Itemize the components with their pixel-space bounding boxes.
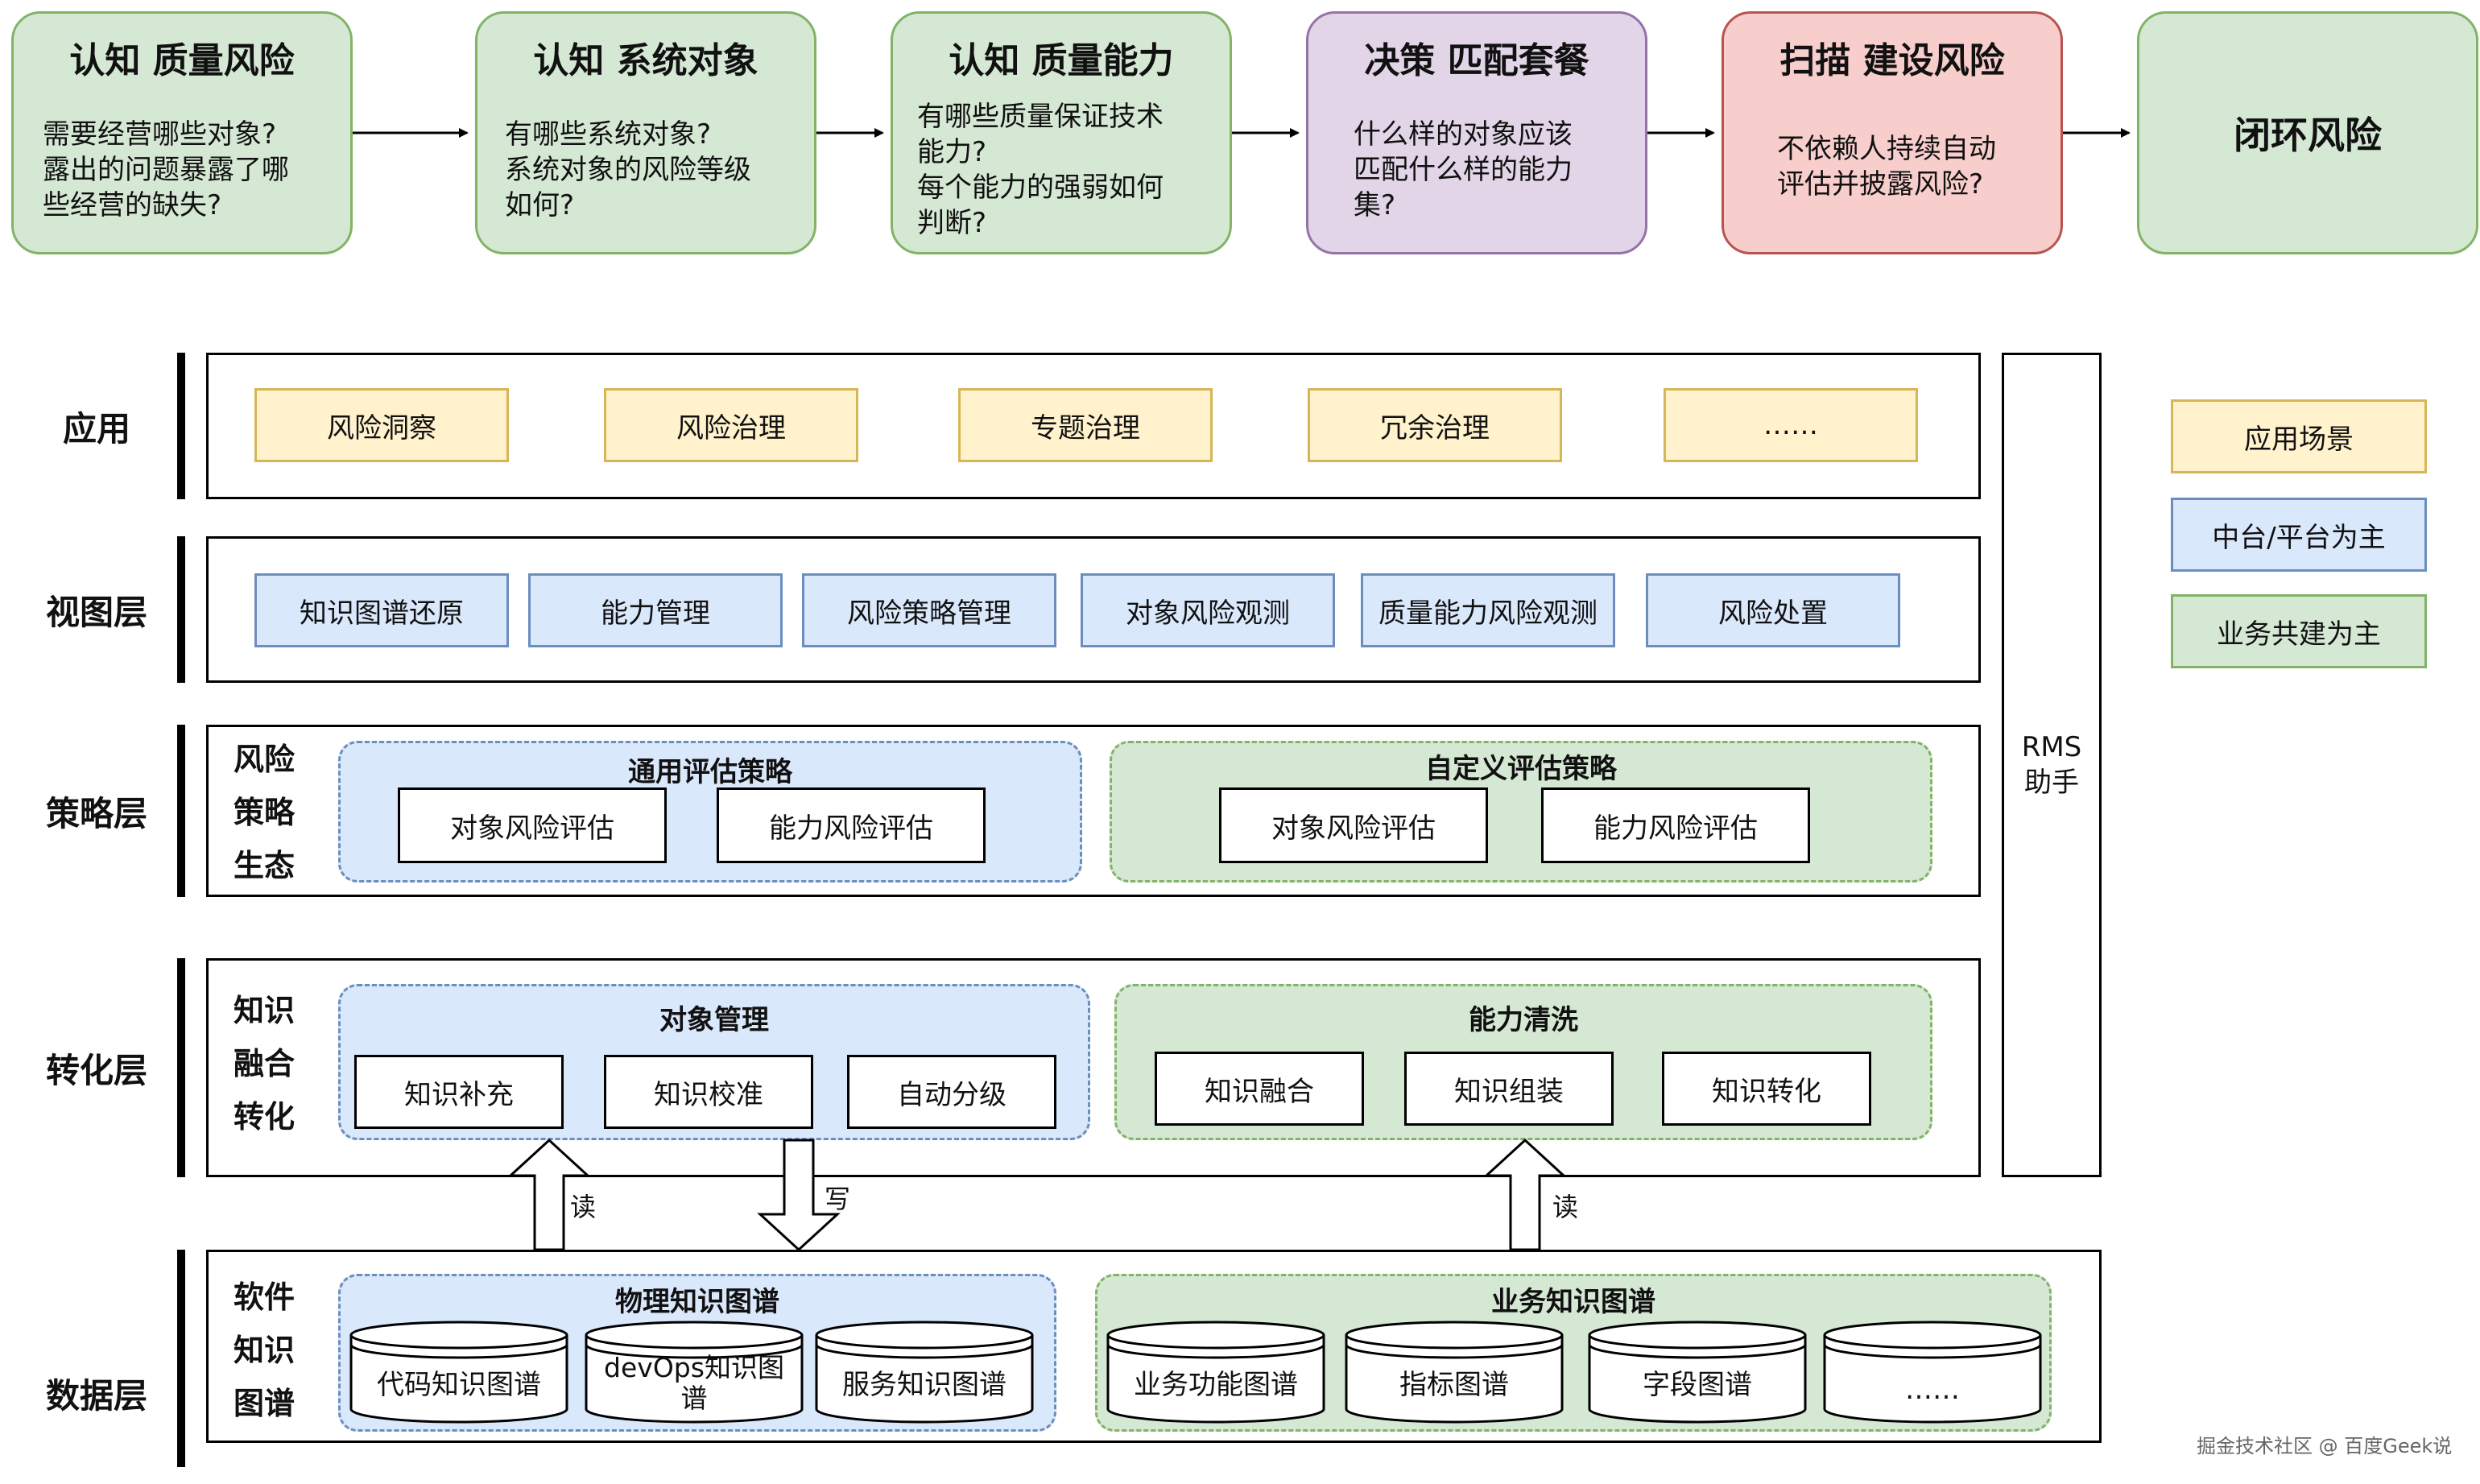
layer-label-transform: 转化层 (45, 1050, 147, 1090)
cylinder-label: 字段图谱 (1643, 1369, 1752, 1401)
data-side-title: 软件 知识 图谱 (233, 1279, 295, 1421)
flow-step-body: 有哪些系统对象? 系统对象的风险等级 如何? (505, 118, 751, 221)
view-item-object-risk-observe: 对象风险观测 (1081, 573, 1335, 647)
flow-step-4: 决策 匹配套餐 什么样的对象应该 匹配什么样的能力 集? (1306, 11, 1647, 254)
view-item-risk-disposal: 风险处置 (1646, 573, 1900, 647)
read-label-right: 读 (1552, 1192, 1579, 1222)
flow-step-5: 扫描 建设风险 不依赖人持续自动 评估并披露风险? (1722, 11, 2063, 254)
group-title: 业务知识图谱 (1491, 1286, 1655, 1318)
legend-business: 业务共建为主 (2171, 594, 2427, 668)
cylinder-biz-function-kg (1106, 1321, 1325, 1424)
cylinder-label: devOps知识图谱 (604, 1352, 784, 1414)
flow-step-title: 扫描 建设风险 (1779, 40, 2005, 81)
flow-step-title: 认知 质量能力 (949, 40, 1174, 81)
layer-label-app: 应用 (62, 408, 130, 449)
layer-label-data: 数据层 (45, 1375, 147, 1416)
transform-knowledge-supplement: 知识补充 (354, 1055, 564, 1129)
transform-knowledge-fusion: 知识融合 (1155, 1052, 1364, 1126)
transform-side-title: 知识 融合 转化 (233, 993, 295, 1135)
cylinder-more (1823, 1321, 2042, 1424)
flow-step-title: 认知 质量风险 (69, 40, 295, 81)
cylinder-label: …… (1905, 1374, 1960, 1406)
view-item-kg-restore: 知识图谱还原 (254, 573, 509, 647)
group-title: 自定义评估策略 (1425, 753, 1617, 785)
flow-step-body: 需要经营哪些对象? 露出的问题暴露了哪 些经营的缺失? (43, 118, 289, 221)
transform-knowledge-assembly: 知识组装 (1404, 1052, 1614, 1126)
layer-bar-data (177, 1250, 185, 1467)
cylinder-code-kg (349, 1321, 568, 1424)
cylinder-label: 指标图谱 (1399, 1369, 1509, 1401)
read-arrow-left (507, 1138, 591, 1251)
read-arrow-right (1483, 1138, 1567, 1251)
flow-step-1: 认知 质量风险 需要经营哪些对象? 露出的问题暴露了哪 些经营的缺失? (11, 11, 353, 254)
layer-label-strategy: 策略层 (45, 793, 147, 833)
flow-step-body: 不依赖人持续自动 评估并披露风险? (1777, 133, 1996, 200)
flow-step-title: 决策 匹配套餐 (1364, 40, 1589, 81)
app-item-risk-governance: 风险治理 (604, 388, 858, 462)
rms-assistant: RMS 助手 (2002, 353, 2102, 1177)
layer-label-view: 视图层 (45, 592, 147, 632)
group-title: 通用评估策略 (628, 756, 792, 788)
strategy-general-object-risk: 对象风险评估 (398, 787, 667, 863)
strategy-side-title: 风险 策略 生态 (233, 742, 295, 883)
group-title: 对象管理 (659, 1004, 769, 1036)
watermark: 掘金技术社区 @ 百度Geek说 (2197, 1435, 2453, 1457)
cylinder-metric-kg (1345, 1321, 1564, 1424)
cylinder-service-kg (815, 1321, 1034, 1424)
layer-bar-strategy (177, 725, 185, 897)
cylinder-label: 业务功能图谱 (1134, 1369, 1298, 1401)
view-item-capability-risk-observe: 质量能力风险观测 (1361, 573, 1615, 647)
write-arrow (757, 1139, 841, 1252)
write-label: 写 (825, 1184, 851, 1214)
transform-knowledge-calibration: 知识校准 (604, 1055, 813, 1129)
app-item-more: …… (1664, 388, 1918, 462)
transform-auto-grading: 自动分级 (847, 1055, 1056, 1129)
flow-step-2: 认知 系统对象 有哪些系统对象? 系统对象的风险等级 如何? (475, 11, 816, 254)
flow-step-3: 认知 质量能力 有哪些质量保证技术 能力? 每个能力的强弱如何 判断? (891, 11, 1232, 254)
layer-bar-app (177, 353, 185, 499)
view-item-capability-mgmt: 能力管理 (528, 573, 783, 647)
flow-step-6: 闭环风险 (2137, 11, 2478, 254)
app-item-topic-governance: 专题治理 (958, 388, 1213, 462)
legend-platform: 中台/平台为主 (2171, 498, 2427, 572)
strategy-general-capability-risk: 能力风险评估 (717, 787, 986, 863)
strategy-custom-capability-risk: 能力风险评估 (1541, 787, 1810, 863)
flow-step-body: 有哪些质量保证技术 能力? 每个能力的强弱如何 判断? (917, 101, 1164, 239)
app-item-redundancy-governance: 冗余治理 (1308, 388, 1562, 462)
cylinder-label: 服务知识图谱 (842, 1369, 1006, 1401)
flow-step-title: 认知 系统对象 (533, 40, 758, 81)
layer-bar-transform (177, 958, 185, 1177)
legend-app-scene: 应用场景 (2171, 399, 2427, 473)
group-title: 能力清洗 (1469, 1004, 1578, 1036)
transform-knowledge-conversion: 知识转化 (1662, 1052, 1871, 1126)
flow-step-body: 什么样的对象应该 匹配什么样的能力 集? (1354, 118, 1573, 221)
flow-step-title: 闭环风险 (2234, 114, 2382, 157)
group-title: 物理知识图谱 (615, 1286, 779, 1318)
cylinder-field-kg (1588, 1321, 1807, 1424)
cylinder-devops-kg (585, 1321, 804, 1424)
layer-bar-view (177, 536, 185, 683)
read-label-left: 读 (570, 1192, 597, 1222)
strategy-custom-object-risk: 对象风险评估 (1219, 787, 1488, 863)
cylinder-label: 代码知识图谱 (377, 1369, 541, 1401)
view-item-risk-strategy-mgmt: 风险策略管理 (802, 573, 1056, 647)
app-item-risk-insight: 风险洞察 (254, 388, 509, 462)
